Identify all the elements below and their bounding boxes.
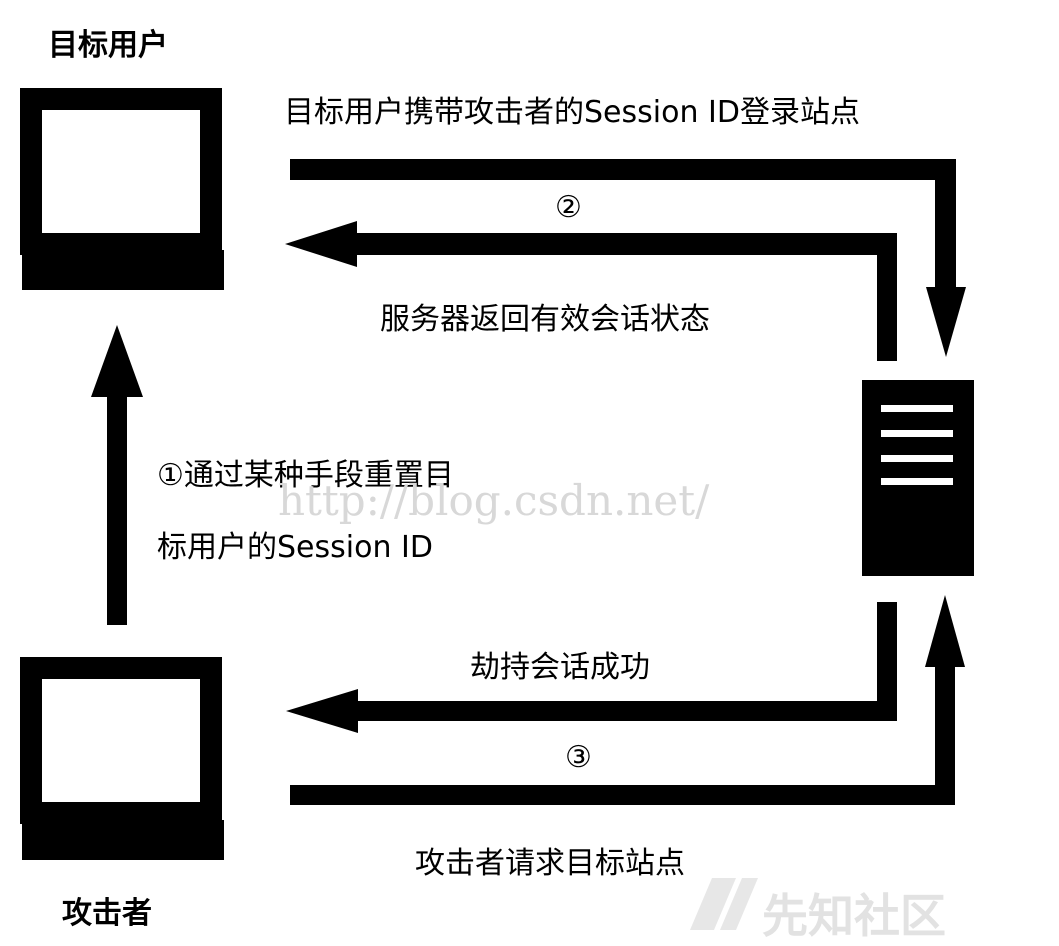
target-user-label: 目标用户	[48, 28, 168, 63]
step2-marker: ②	[555, 190, 582, 225]
step3-label: 攻击者请求目标站点	[415, 846, 685, 881]
server-icon	[862, 380, 974, 576]
login-arrow	[290, 159, 966, 357]
step3-arrow	[290, 595, 965, 805]
watermark-brand: 先知社区	[762, 889, 946, 943]
attacker-computer-icon	[20, 657, 224, 860]
watermark-logo-icon	[690, 878, 758, 930]
step1-label-line1: ①通过某种手段重置目	[157, 458, 454, 493]
step2-arrow	[285, 221, 897, 361]
step1-label-line2: 标用户的Session ID	[157, 530, 433, 565]
watermark-url: http://blog.csdn.net/	[278, 476, 710, 525]
step1-arrow	[91, 325, 143, 625]
login-step-label: 目标用户携带攻击者的Session ID登录站点	[284, 95, 860, 130]
hijack-arrow	[286, 602, 897, 733]
step3-marker: ③	[565, 740, 592, 775]
hijack-label: 劫持会话成功	[470, 650, 650, 685]
attacker-label: 攻击者	[62, 896, 152, 931]
step2-label: 服务器返回有效会话状态	[380, 302, 710, 337]
target-user-computer-icon	[20, 88, 224, 290]
